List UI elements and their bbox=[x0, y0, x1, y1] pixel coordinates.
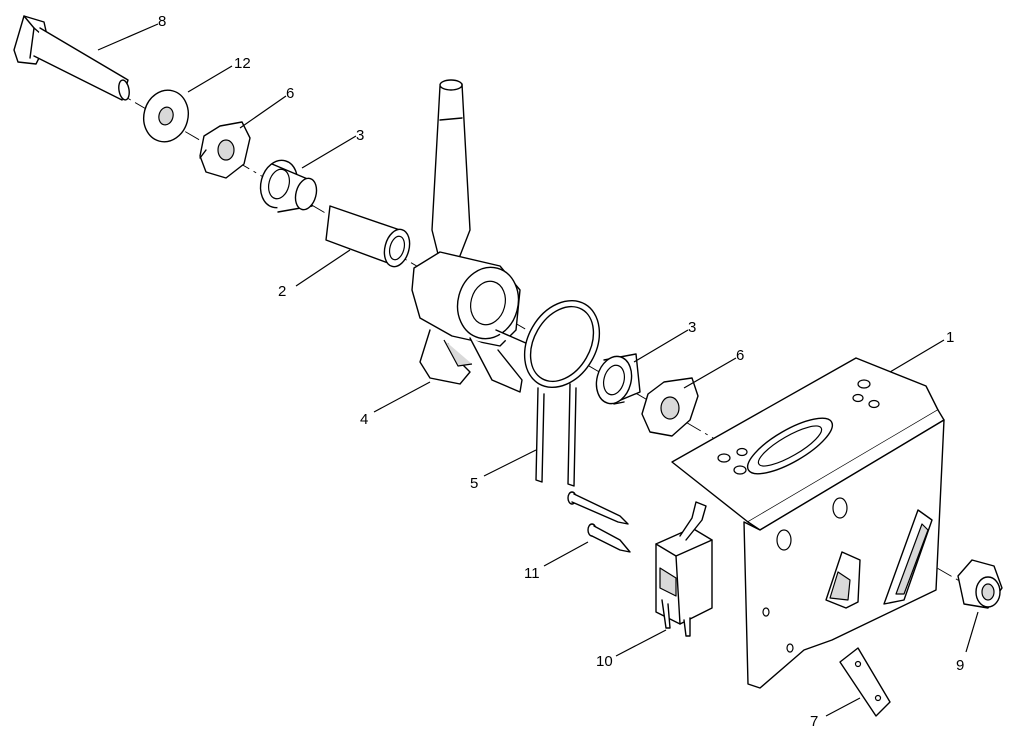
wire-spring-part bbox=[523, 299, 601, 487]
callout-5: 5 bbox=[470, 475, 478, 492]
callout-6a: 6 bbox=[286, 85, 294, 102]
callout-10: 10 bbox=[596, 653, 613, 670]
leader-line-6a bbox=[239, 95, 287, 129]
leader-line-10 bbox=[615, 629, 667, 657]
leader-line-2 bbox=[295, 249, 351, 287]
leader-line-5 bbox=[483, 449, 537, 477]
leader-line-8 bbox=[965, 611, 979, 653]
spring-washer-upper-part bbox=[199, 121, 251, 179]
leader-line-1 bbox=[889, 339, 945, 373]
bushing-upper-part bbox=[259, 159, 318, 213]
screws-part bbox=[567, 491, 631, 553]
callout-2: 2 bbox=[278, 283, 286, 300]
leader-line-6b bbox=[683, 357, 737, 389]
small-plate-part bbox=[839, 647, 891, 717]
control-lever-part bbox=[411, 79, 529, 393]
leader-line-3b bbox=[633, 329, 689, 363]
callout-1: 1 bbox=[946, 329, 954, 346]
callout-9: 7 bbox=[810, 713, 818, 730]
callout-3b: 3 bbox=[688, 319, 696, 336]
leader-line-7 bbox=[97, 23, 159, 51]
leader-line-4 bbox=[373, 381, 431, 413]
callout-12: 12 bbox=[234, 55, 251, 72]
micro-switch-part bbox=[655, 501, 713, 637]
leader-line-9 bbox=[825, 697, 861, 717]
spring-washer-lower-part bbox=[641, 377, 699, 437]
leader-line-12 bbox=[187, 65, 233, 93]
mounting-bracket-part bbox=[671, 357, 945, 689]
leader-line-3a bbox=[301, 135, 357, 169]
lock-nut-part bbox=[957, 559, 1003, 609]
callout-11: 11 bbox=[524, 565, 540, 582]
leader-lines bbox=[97, 23, 979, 717]
flat-washer-part bbox=[143, 89, 189, 143]
leader-line-11 bbox=[543, 541, 589, 567]
callout-3a: 3 bbox=[356, 127, 364, 144]
callout-6b: 6 bbox=[736, 347, 744, 364]
bolt-part bbox=[13, 15, 130, 101]
bushing-lower-part bbox=[595, 353, 641, 405]
tube-spacer-part bbox=[325, 205, 411, 268]
callout-7: 8 bbox=[158, 13, 166, 30]
callout-4: 4 bbox=[360, 411, 368, 428]
callout-labels: 8 12 6 3 2 4 5 3 6 1 11 10 9 7 bbox=[158, 13, 964, 730]
callout-8: 9 bbox=[956, 657, 964, 674]
